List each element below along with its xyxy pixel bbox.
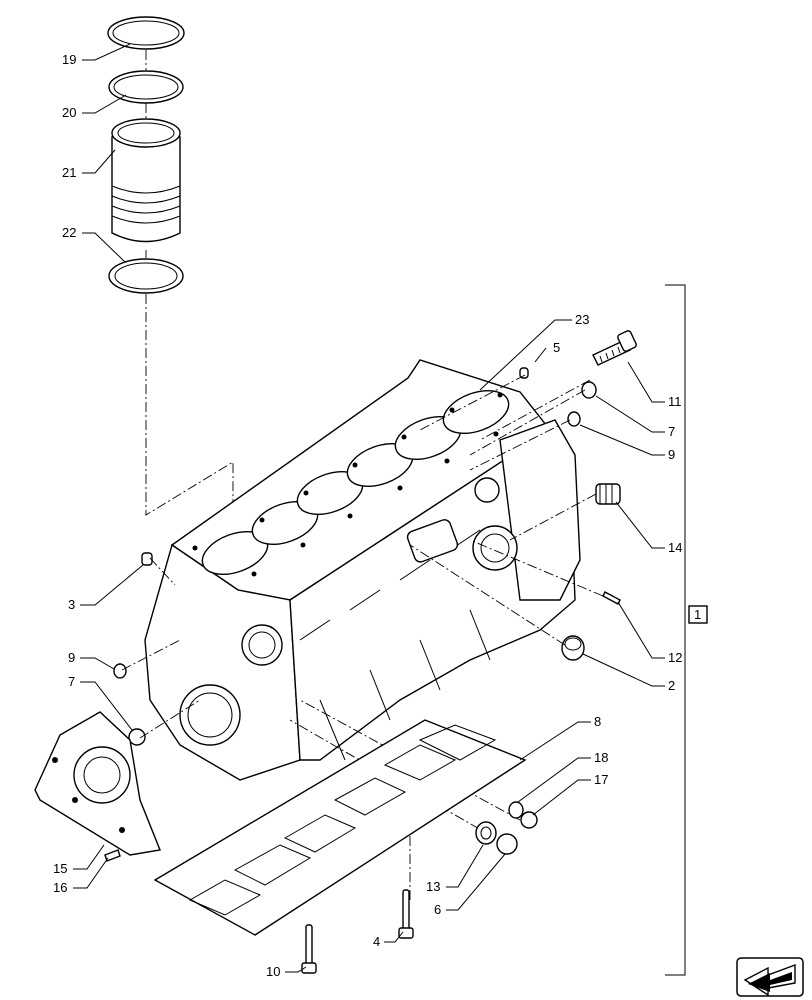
plug-2 [561,635,585,661]
callout-17: 17 [594,772,608,787]
plug-7-rear [581,381,597,399]
callout-9-rear: 9 [668,447,675,462]
washer-13 [475,821,497,845]
callout-9-front: 9 [68,650,75,665]
fitting-14 [595,483,621,505]
screw-4 [398,889,414,939]
callout-11: 11 [668,394,682,409]
screw-11 [592,330,637,366]
callout-21: 21 [62,165,76,180]
seal-ring-22 [108,258,184,294]
callout-2: 2 [668,678,675,693]
seal-housing-15 [34,711,161,856]
gasket-8 [153,719,527,936]
engine-block-23 [144,359,581,781]
callout-10: 10 [266,964,280,979]
callout-7-front: 7 [68,674,75,689]
plug-7-front [128,728,146,746]
plug-17 [520,811,538,829]
callout-23: 23 [575,312,589,327]
plug-9-front [113,663,127,679]
callout-15: 15 [53,861,67,876]
callout-19: 19 [62,52,76,67]
callout-7-rear: 7 [668,424,675,439]
cylinder-liner-21 [111,118,181,243]
screw-16 [104,849,121,862]
stud-12 [602,591,621,605]
callout-16: 16 [53,880,67,895]
plug-5 [519,367,529,379]
callout-5: 5 [553,340,560,355]
next-page-arrow-icon[interactable] [736,957,804,997]
callout-8: 8 [594,714,601,729]
callout-4: 4 [373,934,380,949]
callout-18: 18 [594,750,608,765]
plug-6 [496,833,518,855]
callout-12: 12 [668,650,682,665]
washer-18 [508,801,524,819]
callout-14: 14 [668,540,682,555]
plug-9-rear [567,411,581,427]
callout-20: 20 [62,105,76,120]
callout-1: 1 [694,607,701,622]
screw-10 [301,924,317,974]
callout-3: 3 [68,597,75,612]
seal-ring-20 [108,70,184,104]
group-box-1 [688,605,708,624]
seal-ring-19 [107,16,185,50]
callout-13: 13 [426,879,440,894]
plug-3 [141,552,153,566]
callout-22: 22 [62,225,76,240]
callout-6: 6 [434,902,441,917]
